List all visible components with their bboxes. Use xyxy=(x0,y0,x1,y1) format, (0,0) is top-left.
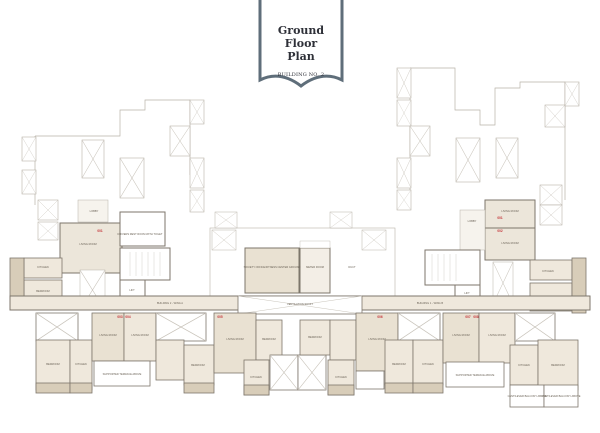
label-cantilever-2: CANTILEVER BALCONY ABOVE xyxy=(542,394,581,398)
label-living-4: LIVING ROOM xyxy=(368,337,385,341)
society-office-label: SOCIETY OFFICE/FITNESS CENTER GROUND xyxy=(244,265,301,269)
label-kitchen-4: KITCHEN xyxy=(422,362,434,366)
label-kitchen-5: KITCHEN xyxy=(518,363,530,367)
left-terrace-outline xyxy=(34,99,191,205)
title-line-2: Floor xyxy=(284,37,318,50)
unit-003: 003 xyxy=(117,315,123,319)
lift-label-left: LIFT xyxy=(129,288,135,292)
label-bedroom-4: BEDROOM xyxy=(308,335,321,339)
living-room-label-r1: LIVING ROOM xyxy=(501,209,518,213)
room-labels-lower: BEDROOM KITCHEN LIVING ROOM LIVING ROOM … xyxy=(46,333,580,398)
label-living-5: LIVING ROOM xyxy=(452,333,469,337)
lower-units xyxy=(36,313,579,407)
label-living-2: LIVING ROOM xyxy=(131,333,148,337)
unit-002-right: 002 xyxy=(497,229,503,233)
meter-room-label: METER ROOM xyxy=(306,265,324,269)
bedroom-label: BEDROOM xyxy=(36,289,49,293)
label-kitchen-3: KITCHEN xyxy=(335,375,347,379)
title-banner: Ground Floor Plan BUILDING NO. 2 xyxy=(258,0,344,88)
corridor-band: VENTILATION SHAFT BUILDING 2 - WING A BU… xyxy=(9,295,591,315)
label-kitchen-2: KITCHEN xyxy=(250,375,262,379)
right-cantilever-boxes xyxy=(397,68,579,225)
left-cantilever-boxes xyxy=(22,100,204,240)
unit-004: 004 xyxy=(125,315,131,319)
ventilation-shaft-label: VENTILATION SHAFT xyxy=(287,302,313,306)
label-bedroom-2: BEDROOM xyxy=(191,363,204,367)
unit-006: 006 xyxy=(377,315,383,319)
label-living-6: LIVING ROOM xyxy=(488,333,505,337)
label-cantilever-1: CANTILEVER BALCONY ABOVE xyxy=(508,394,547,398)
banner-frame xyxy=(258,0,344,88)
label-bedroom-6: BEDROOM xyxy=(551,363,564,367)
title-line-3: Plan xyxy=(287,50,315,63)
label-terrace-2: SUPPORTED TERRACE ABOVE xyxy=(456,373,495,377)
title-line-1: Ground xyxy=(277,24,325,37)
unit-numbers-lower: 003 004 005 006 007 008 xyxy=(117,315,479,319)
wing-b-label: BUILDING 1 - WING B xyxy=(417,301,443,305)
unit-007: 007 xyxy=(465,315,471,319)
wing-a-label: BUILDING 2 - WING A xyxy=(157,301,183,305)
label-kitchen-1: KITCHEN xyxy=(75,362,87,366)
driver-rest-room-label: DRIVERS REST ROOM WITH TOILET xyxy=(118,232,163,236)
unit-005: 005 xyxy=(217,315,223,319)
label-bedroom-1: BEDROOM xyxy=(46,362,59,366)
central-block: SOCIETY OFFICE/FITNESS CENTER GROUND MET… xyxy=(209,211,396,297)
kitchen-label-right: KITCHEN xyxy=(542,269,554,273)
lobby-label-left: LOBBY xyxy=(90,209,99,213)
duct-label: DUCT xyxy=(348,265,356,269)
label-bedroom-5: BEDROOM xyxy=(392,362,405,366)
right-terrace-outline xyxy=(409,67,566,205)
label-living-1: LIVING ROOM xyxy=(99,333,116,337)
unit-001: 001 xyxy=(97,229,103,233)
label-terrace-1: SUPPORTED TERRACE ABOVE xyxy=(103,372,142,376)
label-bedroom-3: BEDROOM xyxy=(262,337,275,341)
page-title: Ground Floor Plan xyxy=(258,24,344,63)
lobby-label-right: LOBBY xyxy=(468,219,477,223)
living-room-label: LIVING ROOM xyxy=(79,242,96,246)
building-subtitle: BUILDING NO. 2 xyxy=(277,72,325,78)
unit-001-right: 001 xyxy=(497,216,503,220)
label-living-3: LIVING ROOM xyxy=(226,337,243,341)
unit-008: 008 xyxy=(473,315,479,319)
living-room-label-r2: LIVING ROOM xyxy=(501,241,518,245)
lift-label-right: LIFT xyxy=(464,291,470,295)
left-upper-units: LOBBY 001 LIVING ROOM KITCHEN BEDROOM DR… xyxy=(9,199,171,311)
kitchen-label: KITCHEN xyxy=(37,265,49,269)
